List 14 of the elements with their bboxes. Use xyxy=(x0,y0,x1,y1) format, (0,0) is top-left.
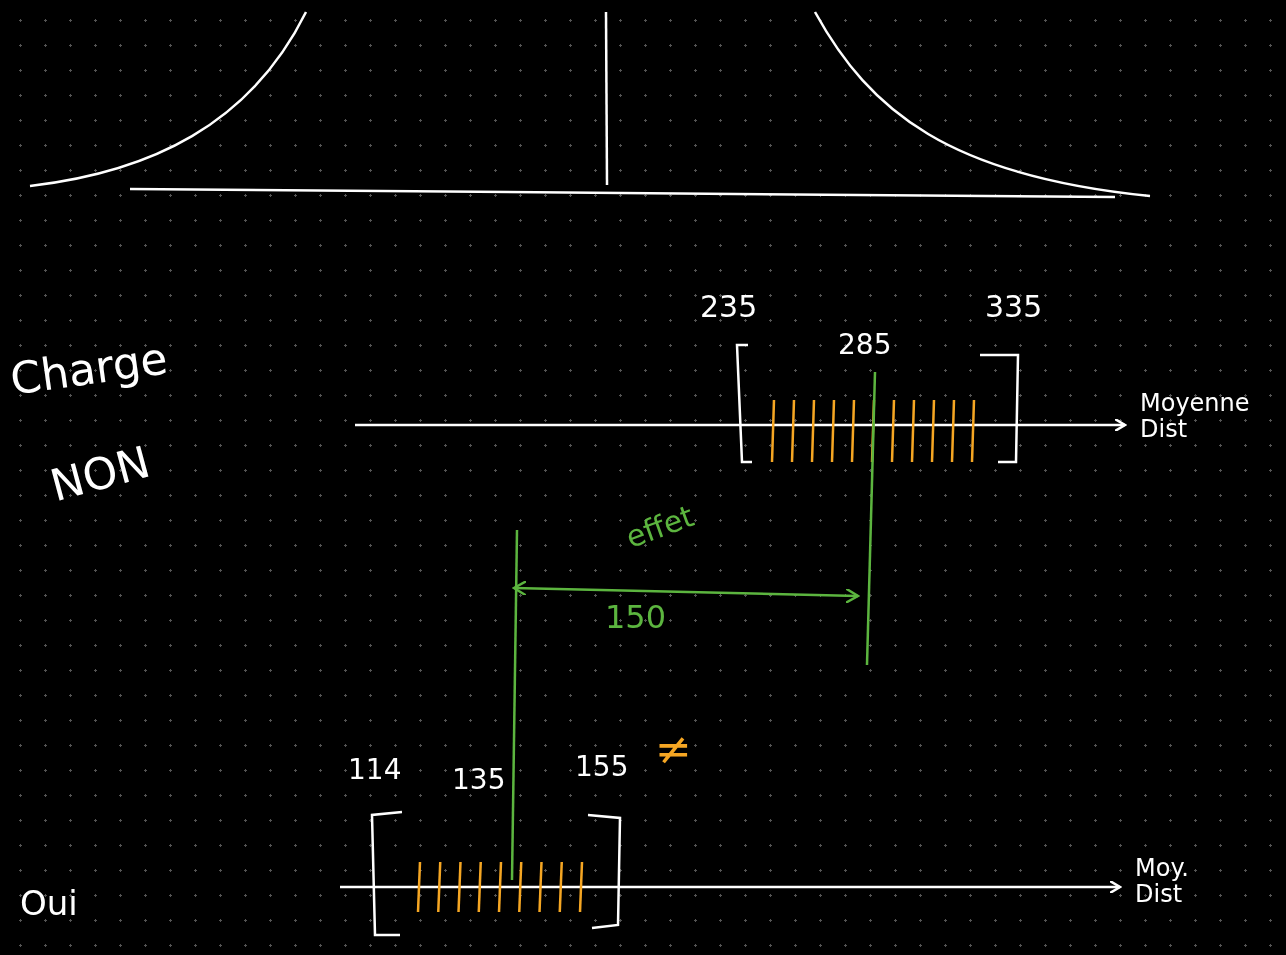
axis-label: Moyenne Dist xyxy=(1140,390,1251,443)
value-label: 135 xyxy=(452,765,506,796)
effect-value: 150 xyxy=(605,600,667,636)
axis-label: Moy. Dist xyxy=(1135,855,1190,908)
handwritten-label: Oui xyxy=(20,885,78,923)
not-equal-sign: ≠ xyxy=(655,725,692,774)
effect-label: effet xyxy=(621,499,698,554)
handwritten-label: Charge xyxy=(7,334,171,405)
value-label: 335 xyxy=(985,290,1043,323)
value-label: 114 xyxy=(348,755,402,786)
handwritten-label: NON xyxy=(45,437,155,511)
value-label: 235 xyxy=(700,290,758,323)
value-label: 285 xyxy=(838,330,892,361)
value-label: 155 xyxy=(575,752,629,783)
